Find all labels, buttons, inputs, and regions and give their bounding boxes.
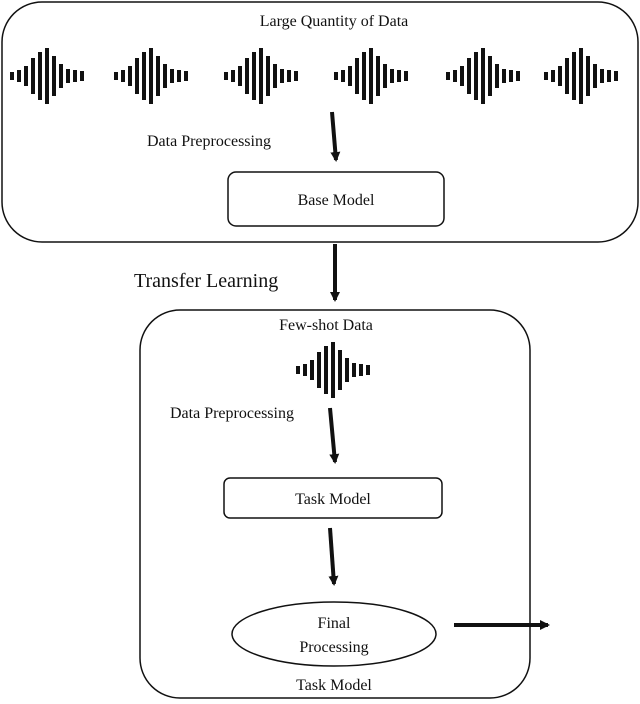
- finetuning-title: Few-shot Data: [279, 317, 373, 334]
- pretraining-container: [1, 1, 639, 243]
- final-processing-label-line2: Processing: [299, 639, 368, 656]
- final-processing-ellipse: [231, 601, 437, 667]
- down-arrow-icon: [328, 527, 339, 586]
- finetuning-panel: Few-shot Data Data Preprocessing Task Mo…: [139, 309, 531, 699]
- audio-waveform-icon: [224, 48, 298, 104]
- few-shot-waveform: [296, 342, 370, 398]
- finetuning-preprocessing-label: Data Preprocessing: [170, 405, 294, 422]
- down-arrow-icon: [328, 407, 340, 464]
- finetuning-footer-label: Task Model: [296, 677, 372, 694]
- base-model-label: Base Model: [298, 192, 375, 209]
- task-model-box: [223, 477, 443, 519]
- finetuning-container: [139, 309, 531, 699]
- audio-waveform-icon: [544, 48, 618, 104]
- audio-waveform-icon: [114, 48, 188, 104]
- pretraining-title: Large Quantity of Data: [260, 13, 409, 30]
- final-processing-label-line1: Final: [318, 615, 351, 632]
- audio-waveform-icon: [296, 342, 370, 398]
- down-arrow-icon: [330, 111, 341, 162]
- audio-waveform-icon: [10, 48, 84, 104]
- pretraining-panel: Large Quantity of Data Data Preprocessin…: [1, 1, 639, 243]
- audio-waveform-icon: [334, 48, 408, 104]
- task-model-label: Task Model: [295, 491, 371, 508]
- base-model-box: [227, 171, 445, 227]
- audio-waveform-icon: [446, 48, 520, 104]
- transfer-learning-label: Transfer Learning: [134, 270, 278, 292]
- waveform-row: [10, 48, 618, 104]
- pretraining-preprocessing-label: Data Preprocessing: [147, 133, 271, 150]
